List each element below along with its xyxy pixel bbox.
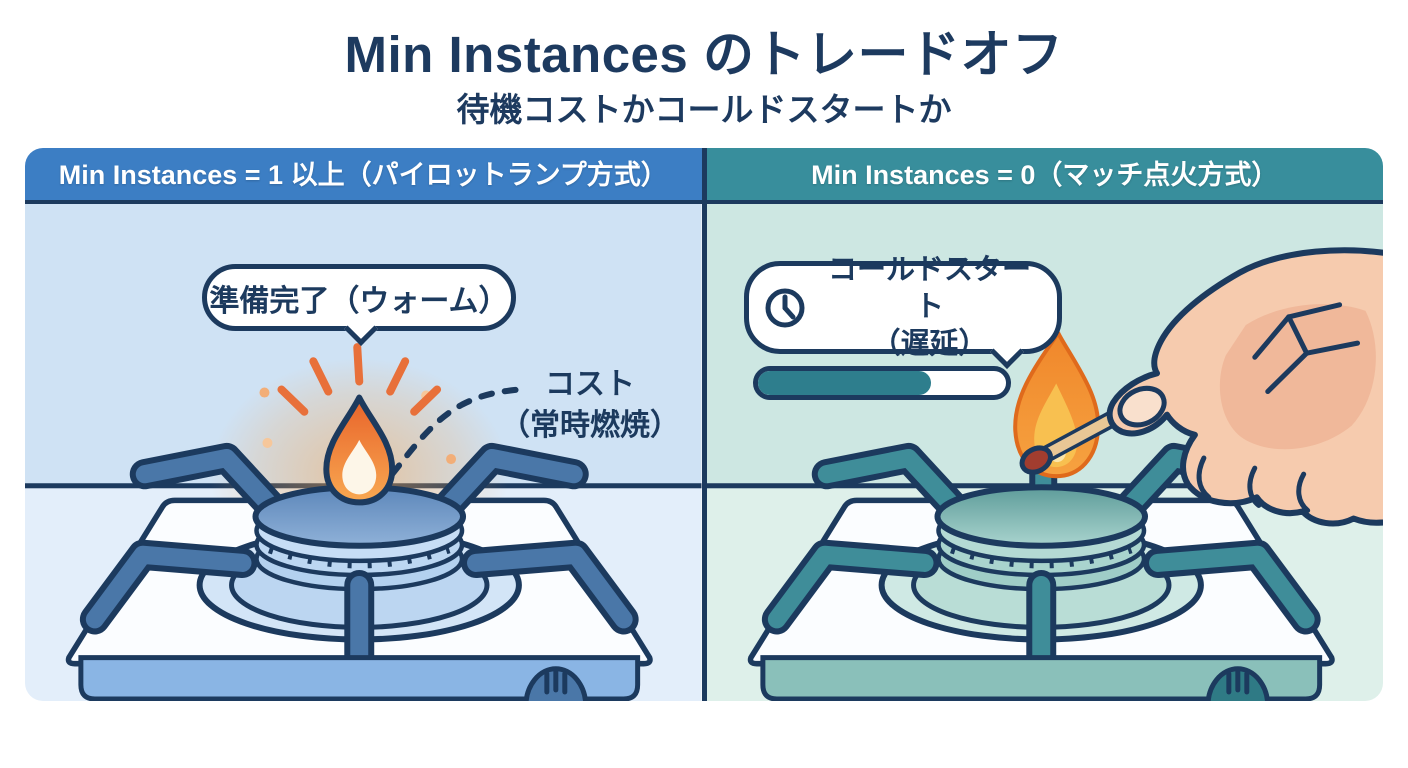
loading-progress-bar [752,366,1011,400]
cost-label: コスト （常時燃焼） [475,364,702,446]
panel-cold-header: Min Instances = 0（マッチ点火方式） [706,148,1383,204]
hand-illustration [1106,247,1383,527]
cost-label-line2: （常時燃焼） [500,409,680,442]
pilot-flame-stove-illustration [25,204,702,701]
panel-warm-content: 準備完了（ウォーム） コスト （常時燃焼） [25,204,702,701]
comparison-panels: Min Instances = 1 以上（パイロットランプ方式） [25,148,1383,701]
cost-label-line1: コスト [545,368,635,401]
cold-start-line1: コールドスタート [827,254,1031,323]
panel-divider [701,148,707,701]
warm-status-text: 準備完了（ウォーム） [209,284,509,318]
panel-cold: Min Instances = 0（マッチ点火方式） [706,148,1383,701]
cold-start-text: コールドスタート （遅延） [817,252,1043,363]
clock-icon [765,288,804,327]
title-block: Min Instances のトレードオフ 待機コストかコールドスタートか [0,24,1408,132]
warm-status-bubble: 準備完了（ウォーム） [202,264,516,346]
panel-warm: Min Instances = 1 以上（パイロットランプ方式） [25,148,702,701]
page-title: Min Instances のトレードオフ [344,26,1064,83]
page-subtitle: 待機コストかコールドスタートか [456,91,952,128]
panel-warm-header: Min Instances = 1 以上（パイロットランプ方式） [25,148,702,204]
cold-start-bubble: コールドスタート （遅延） [743,254,1062,369]
panel-cold-content: コールドスタート （遅延） [706,204,1383,701]
infographic: Min Instances のトレードオフ 待機コストかコールドスタートか Mi… [0,24,1408,701]
cold-start-line2: （遅延） [871,328,988,360]
progress-fill [757,371,932,395]
